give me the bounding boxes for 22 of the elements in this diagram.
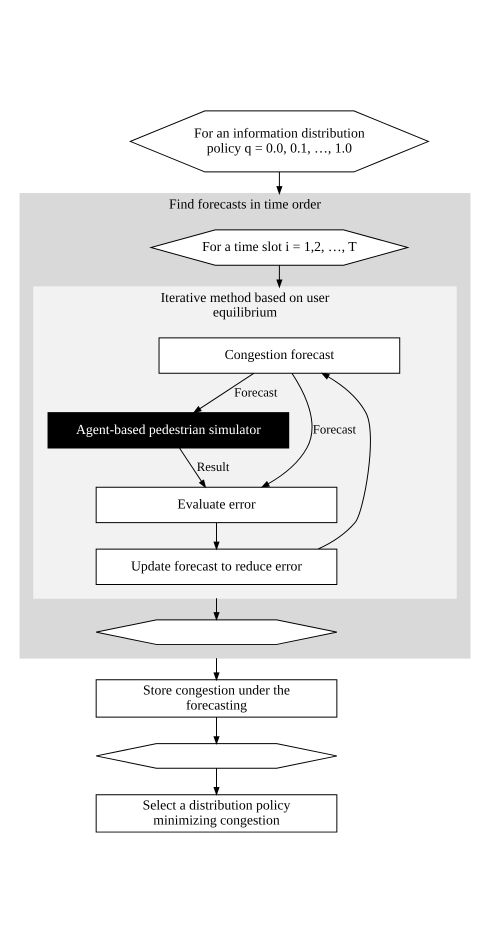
arrow xyxy=(276,265,282,288)
arrow xyxy=(318,372,371,550)
arrow xyxy=(276,171,282,195)
arrow xyxy=(213,658,220,682)
edge-label: Forecast xyxy=(234,385,278,400)
node-hexagon xyxy=(96,619,338,645)
arrow xyxy=(179,448,206,488)
node-box: Evaluate error xyxy=(96,486,338,524)
node-box: Congestion forecast xyxy=(158,337,400,374)
edge-label: Forecast xyxy=(312,422,356,437)
arrow xyxy=(213,716,220,746)
arrow xyxy=(192,372,254,414)
arrow xyxy=(213,768,220,796)
arrow xyxy=(213,522,220,550)
arrow xyxy=(213,598,220,622)
node-box: Select a distribution policy minimizing congestion xyxy=(96,794,338,833)
node-box: Update forecast to reduce error xyxy=(96,548,338,585)
arrow xyxy=(260,373,312,488)
node-box: Store congestion under the forecasting xyxy=(96,679,338,718)
edge-label: Result xyxy=(196,460,230,474)
node-box: Agent-based pedestrian simulator xyxy=(48,412,290,448)
node-hexagon xyxy=(96,743,338,769)
